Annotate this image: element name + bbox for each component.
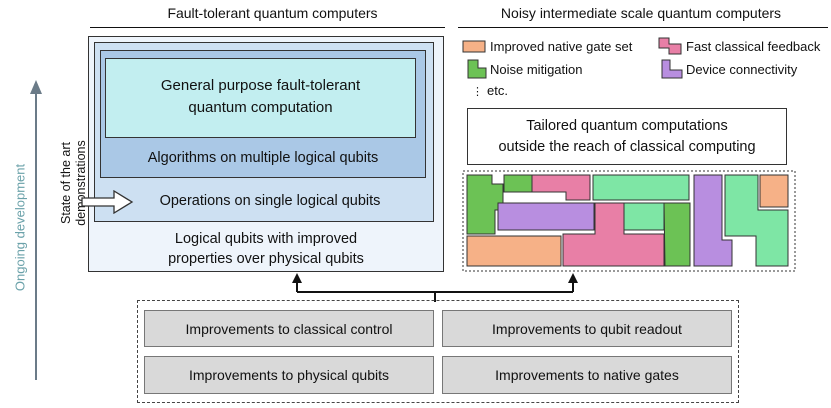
improvements-container: [137, 300, 739, 403]
ongoing-development-arrow: [30, 80, 42, 380]
tile-mint-top: [592, 174, 690, 201]
legend-feedback-label: Fast classical feedback: [686, 39, 821, 54]
tailored-line2: outside the reach of classical computing: [498, 138, 756, 155]
tile-pink-top: [531, 174, 591, 201]
state-of-art-arrow: [81, 190, 134, 214]
improvement-qubit-readout: Improvements to qubit readout: [442, 310, 732, 347]
header-nisq: Noisy intermediate scale quantum compute…: [500, 5, 782, 21]
improvement-classical-control: Improvements to classical control: [144, 310, 434, 347]
legend-etc-text: etc.: [487, 83, 508, 98]
logical-qubits-line1: Logical qubits with improved: [174, 231, 358, 247]
legend-connectivity-label: Device connectivity: [686, 62, 798, 77]
tailored-line1: Tailored quantum computations: [526, 117, 728, 134]
tile-pink-bottom: [562, 202, 665, 267]
nisq-puzzle: [462, 170, 796, 272]
tailored-box: Tailored quantum computations outside th…: [467, 108, 787, 165]
improvement-physical-qubits: Improvements to physical qubits: [144, 356, 434, 394]
legend-gate-set-icon: [462, 40, 486, 53]
improvement-native-gates: Improvements to native gates: [442, 356, 732, 394]
logical-qubits-line2: properties over physical qubits: [168, 251, 364, 267]
header-divider-left: [90, 27, 445, 28]
tile-purple-center: [497, 202, 595, 231]
legend-etc-dots: ⋮: [472, 86, 483, 98]
header-fault-tolerant: Fault-tolerant quantum computers: [167, 5, 378, 21]
tile-green-right: [663, 202, 691, 267]
algorithms-text: Algorithms on multiple logical qubits: [147, 150, 379, 166]
state-of-art-line1: State of the art: [59, 142, 73, 224]
general-purpose-line2: quantum computation: [188, 99, 333, 116]
ft-core-box: [105, 58, 416, 138]
legend-feedback-icon: [658, 37, 682, 55]
tile-mint-right: [724, 174, 789, 267]
legend-connectivity-icon: [661, 59, 683, 79]
operations-text: Operations on single logical qubits: [159, 193, 381, 209]
state-of-art-line2: demonstrations: [74, 140, 88, 226]
logical-qubits-text: Logical qubits with improved properties …: [88, 227, 444, 271]
general-purpose-line1: General purpose fault-tolerant: [160, 77, 361, 94]
state-of-art-label: State of the art demonstrations: [59, 113, 91, 253]
legend-noise-icon: [467, 59, 487, 79]
tile-orange-right: [759, 174, 789, 208]
tile-mint-middle: [623, 202, 665, 231]
legend-noise-label: Noise mitigation: [490, 62, 583, 77]
legend-gate-set-label: Improved native gate set: [490, 39, 633, 54]
ongoing-development-label: Ongoing development: [12, 163, 28, 292]
general-purpose-text: General purpose fault-tolerant quantum c…: [105, 62, 416, 132]
tile-purple-right: [693, 174, 733, 267]
connector-arrows: [292, 273, 578, 302]
tile-green-top: [503, 174, 533, 193]
legend-etc-label: ⋮ etc.: [472, 83, 508, 98]
tile-orange-bottom: [466, 235, 562, 267]
header-divider-right: [458, 27, 828, 28]
